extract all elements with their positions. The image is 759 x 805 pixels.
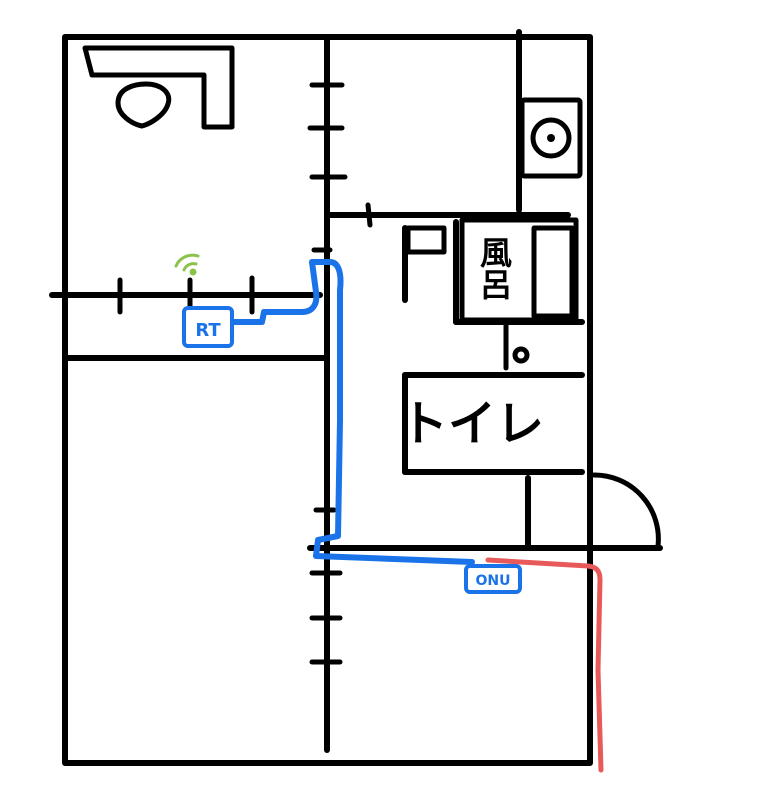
washing-machine-icon	[519, 97, 583, 179]
bath-label: 風呂	[475, 236, 513, 300]
wall-ticks	[117, 82, 373, 665]
onu-label: ONU	[476, 573, 511, 589]
router-label: RT	[195, 320, 221, 341]
interior-walls	[49, 29, 663, 753]
door-swing-icon	[587, 467, 661, 551]
outer-walls	[62, 34, 593, 766]
onu-device[interactable]: ONU	[464, 564, 522, 594]
lan-cable	[227, 259, 475, 565]
wifi-icon	[174, 253, 200, 276]
toilet-label: トイレ	[400, 396, 544, 452]
bathroom: 風呂	[459, 217, 579, 323]
router-device[interactable]: RT	[182, 306, 234, 348]
external-line	[485, 557, 604, 773]
small-fixture	[503, 322, 530, 371]
washroom-fixture	[405, 225, 447, 255]
kitchen-counter	[82, 45, 235, 130]
sink-icon	[115, 81, 172, 129]
